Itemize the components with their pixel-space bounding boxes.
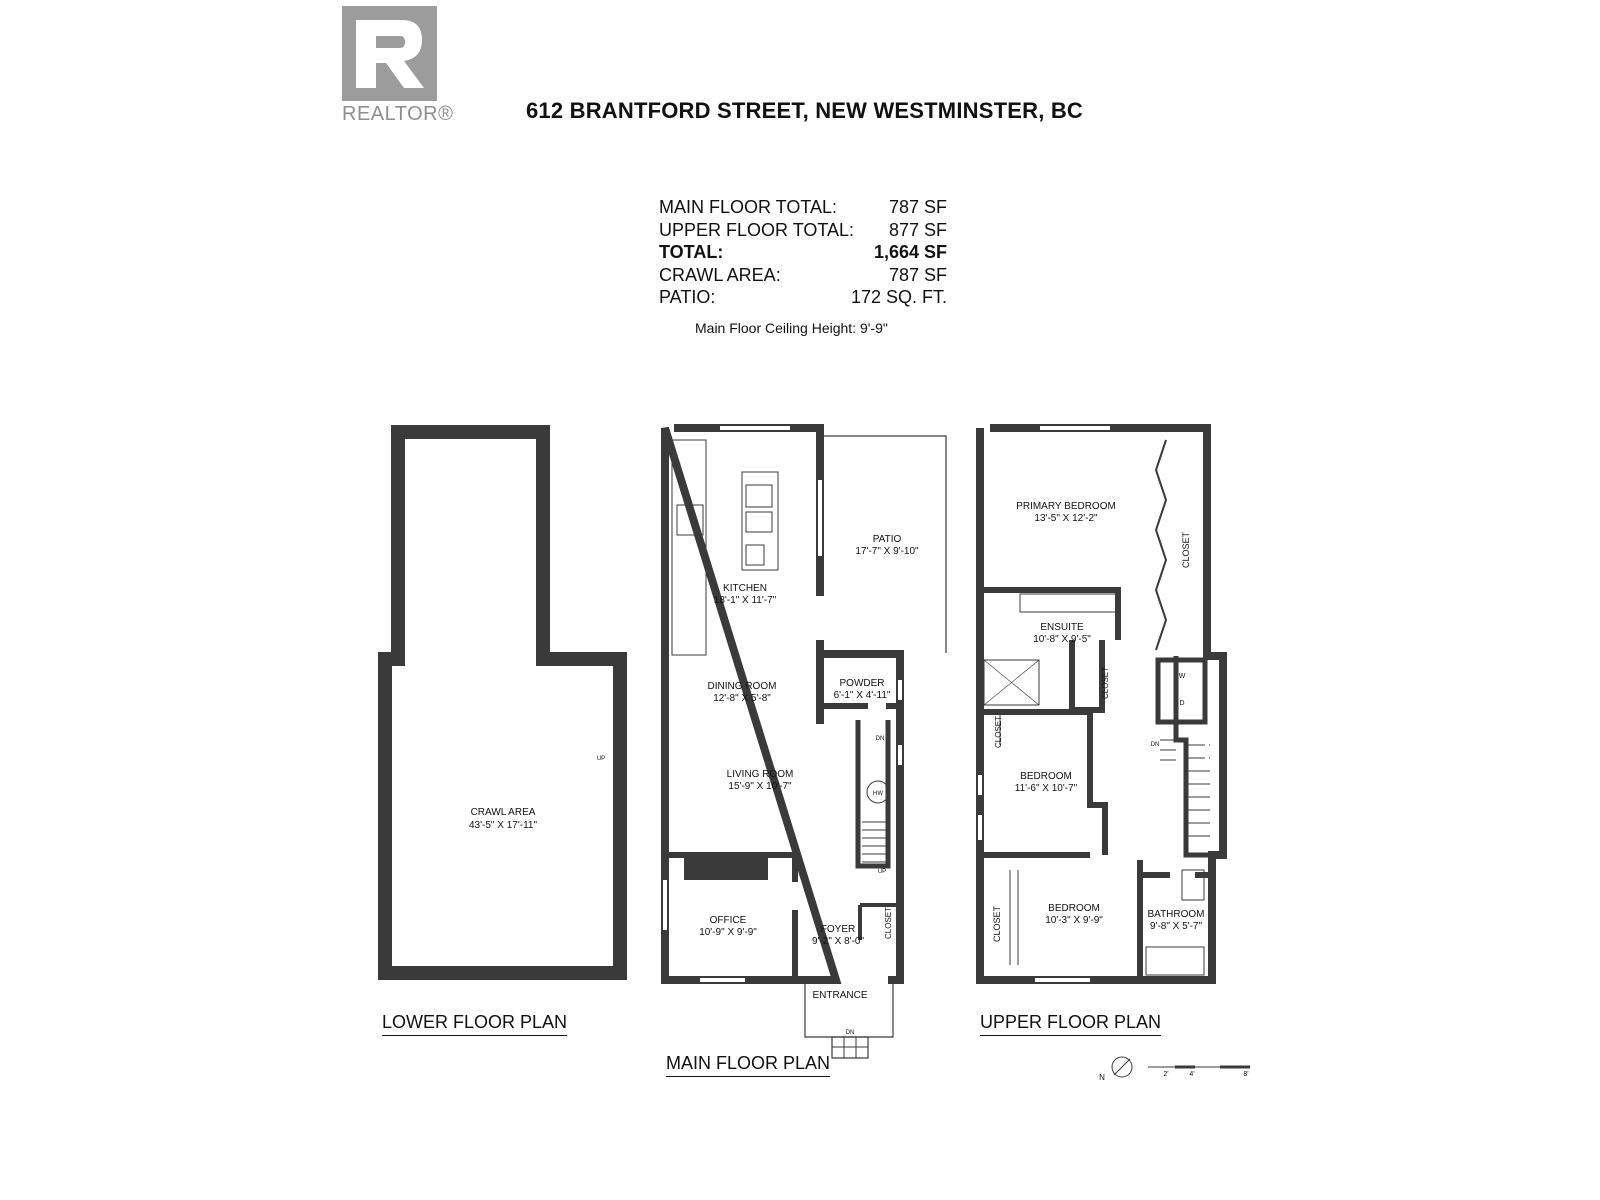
- bedroom-walls: [980, 709, 1108, 858]
- primary-closet-doors: [1154, 439, 1168, 651]
- room-kitchen-dims: 18'-1" X 11'-7": [714, 595, 777, 606]
- ensuite-vanity: [1019, 593, 1117, 613]
- room-office-dims: 10'-9" X 9'-9": [699, 927, 757, 938]
- lower-up-label: UP: [597, 756, 605, 762]
- main-floor-plan-title: MAIN FLOOR PLAN: [666, 1053, 831, 1077]
- ceiling-height-note: Main Floor Ceiling Height: 9'-9": [695, 320, 888, 336]
- bathtub: [1145, 946, 1205, 976]
- main-stair-walls: [855, 720, 891, 869]
- upper-closet-bedroom1-label: CLOSET: [994, 716, 1003, 748]
- stat-row-main-floor: MAIN FLOOR TOTAL: 787 SF: [659, 196, 947, 219]
- bathroom-vanity: [1181, 869, 1205, 901]
- entrance-dn-label: DN: [846, 1030, 855, 1036]
- upper-dn-label: DN: [1151, 742, 1160, 748]
- room-powder-name: POWDER: [840, 678, 885, 689]
- property-address: 612 BRANTFORD STREET, NEW WESTMINSTER, B…: [526, 98, 1084, 123]
- realtor-logo: REALTOR®: [342, 6, 454, 125]
- kitchen-island: [741, 471, 779, 571]
- bedroom-closet-lines: [999, 715, 1019, 965]
- room-bathroom-name: BATHROOM: [1147, 909, 1204, 920]
- room-bedroom-2-dims: 10'-3" X 9'-9": [1045, 915, 1103, 926]
- stat-value: 787 SF: [888, 197, 947, 217]
- room-crawl-area-dims: 43'-5" X 17'-11": [469, 820, 537, 831]
- realtor-logo-text: REALTOR®: [342, 103, 454, 125]
- upper-closet-bedroom2-label: CLOSET: [992, 905, 1002, 942]
- shower: [983, 659, 1040, 706]
- upper-floor-plan-title: UPPER FLOOR PLAN: [980, 1012, 1162, 1036]
- stat-label: UPPER FLOOR TOTAL:: [659, 219, 855, 240]
- stat-row-total: TOTAL: 1,664 SF: [659, 241, 947, 264]
- room-bedroom-1-dims: 11'-6" X 10'-7": [1015, 783, 1078, 794]
- stat-row-patio: PATIO: 172 SQ. FT.: [659, 286, 947, 309]
- room-dining-dims: 12'-8" X 5'-8": [713, 693, 771, 704]
- hw-label: HW: [873, 791, 883, 797]
- main-stair-treads: [862, 821, 886, 863]
- dryer-label: D: [1179, 700, 1184, 707]
- room-bedroom-2-name: BEDROOM: [1048, 903, 1100, 914]
- room-living-name: LIVING ROOM: [727, 769, 794, 780]
- washer-label: W: [1179, 673, 1186, 680]
- bathroom-walls: [1137, 860, 1212, 980]
- room-patio-name: PATIO: [873, 534, 902, 545]
- room-ensuite-name: ENSUITE: [1040, 622, 1084, 633]
- room-powder-dims: 6'-1" X 4'-11": [834, 690, 891, 701]
- stat-label: MAIN FLOOR TOTAL:: [659, 197, 838, 217]
- room-crawl-area-name: CRAWL AREA: [471, 807, 536, 818]
- upper-stair-walls: [1173, 656, 1212, 858]
- room-primary-bedroom-name: PRIMARY BEDROOM: [1016, 501, 1116, 512]
- realtor-r-icon: [342, 6, 437, 101]
- room-dining-name: DINING ROOM: [708, 681, 777, 692]
- stat-label: PATIO:: [659, 287, 716, 307]
- upper-stair-treads: [1160, 739, 1210, 837]
- room-bathroom-dims: 9'-8" X 5'-7": [1150, 921, 1203, 932]
- lower-floor-plan-title: LOWER FLOOR PLAN: [382, 1012, 568, 1036]
- room-ensuite-dims: 10'-8" X 9'-5": [1033, 634, 1091, 645]
- room-foyer-name: FOYER: [821, 924, 855, 935]
- patio-outline: [824, 435, 947, 653]
- lower-floor-walls: [378, 425, 627, 980]
- stat-label: TOTAL:: [659, 242, 724, 262]
- stat-row-crawl-area: CRAWL AREA: 787 SF: [659, 264, 947, 287]
- upper-closet-primary-label: CLOSET: [1181, 531, 1191, 568]
- room-kitchen-name: KITCHEN: [723, 583, 767, 594]
- upper-closet-ensuite-label: CLOSET: [1101, 667, 1110, 699]
- room-primary-bedroom-dims: 13'-5" X 12'-2": [1034, 513, 1098, 524]
- stat-value: 787 SF: [888, 264, 947, 285]
- stat-value: 877 SF: [888, 219, 947, 240]
- scale-tick-2: 2': [1163, 1071, 1168, 1078]
- stat-label: CRAWL AREA:: [659, 264, 781, 285]
- room-patio-dims: 17'-7" X 9'-10": [855, 546, 919, 557]
- main-dn-label: DN: [876, 736, 885, 742]
- stat-value: 172 SQ. FT.: [850, 287, 947, 307]
- stat-row-upper-floor: UPPER FLOOR TOTAL: 877 SF: [659, 219, 947, 242]
- laundry-closet: [1155, 657, 1208, 725]
- entrance-label: ENTRANCE: [812, 990, 867, 1001]
- ensuite-walls: [980, 587, 1121, 713]
- fireplace: [684, 855, 768, 880]
- realtor-r-glyph: [342, 6, 437, 101]
- cooktop: [676, 504, 704, 536]
- foyer-closet-walls: [858, 903, 900, 940]
- north-arrow-icon: [1111, 1056, 1133, 1078]
- main-up-label: UP: [878, 869, 886, 875]
- area-summary: MAIN FLOOR TOTAL: 787 SF UPPER FLOOR TOT…: [659, 196, 947, 309]
- stat-value: 1,664 SF: [873, 242, 947, 262]
- room-office-name: OFFICE: [710, 915, 747, 926]
- room-foyer-dims: 9'-2" X 8'-0": [812, 936, 865, 947]
- room-bedroom-1-name: BEDROOM: [1020, 771, 1072, 782]
- kitchen-counter: [671, 439, 707, 656]
- room-living-dims: 15'-9" X 10'-7": [728, 781, 792, 792]
- scale-tick-4: 4': [1189, 1071, 1194, 1078]
- main-closet-label: CLOSET: [884, 907, 893, 939]
- upper-windows: [978, 426, 1209, 982]
- water-heater-icon: [866, 780, 890, 804]
- scale-tick-8: 8': [1243, 1071, 1248, 1078]
- main-windows: [663, 426, 902, 982]
- north-label: N: [1099, 1073, 1105, 1082]
